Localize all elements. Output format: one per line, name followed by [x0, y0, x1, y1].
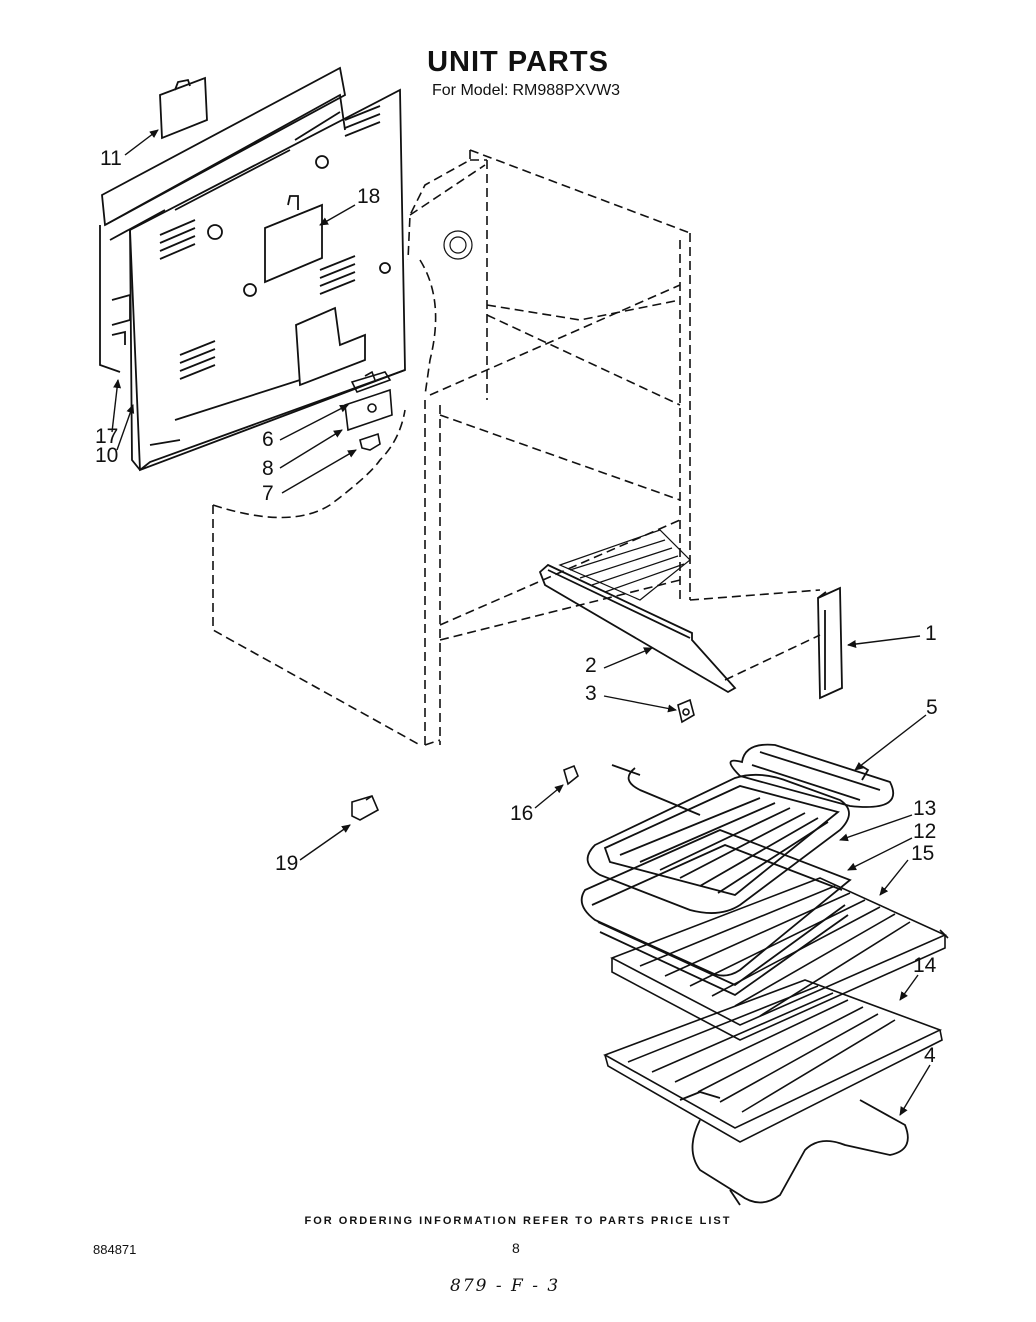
broil-element	[611, 743, 895, 816]
bake-element	[679, 1091, 909, 1206]
callout-13: 13	[913, 797, 936, 820]
ordering-note: FOR ORDERING INFORMATION REFER TO PARTS …	[304, 1215, 732, 1227]
handwritten-code: 879 - F - 3	[450, 1276, 561, 1296]
model-subtitle: For Model:RM988PXVW3	[428, 82, 620, 100]
page-number: 8	[512, 1240, 520, 1256]
oven-rack-upper	[610, 877, 949, 1041]
callout-7: 7	[262, 482, 274, 505]
part-1-trim	[817, 586, 843, 700]
callout-4: 4	[924, 1044, 936, 1067]
oven-rack-lower	[603, 979, 943, 1143]
callout-18: 18	[357, 185, 380, 208]
broiler-pan	[580, 773, 852, 997]
callout-14: 14	[913, 954, 937, 977]
callout-leaders	[111, 129, 931, 1116]
callout-15: 15	[911, 842, 934, 865]
callout-1: 1	[925, 622, 937, 645]
cabinet-outline	[212, 149, 821, 746]
callout-10: 10	[95, 444, 118, 467]
part-19-block	[351, 795, 380, 821]
model-label: For Model:	[432, 82, 509, 99]
callout-12: 12	[913, 820, 936, 843]
callout-16: 16	[510, 802, 533, 825]
callout-2: 2	[585, 654, 597, 677]
terminal-blocks	[344, 370, 393, 451]
cabinet-floor-detail	[443, 230, 691, 601]
callout-17: 17	[95, 425, 118, 448]
callout-8: 8	[262, 457, 274, 480]
callout-11: 11	[100, 147, 122, 170]
callout-6: 6	[262, 428, 274, 451]
document-number: 884871	[93, 1242, 137, 1257]
callout-19: 19	[275, 852, 298, 875]
callout-labels: 11 18 17 10 6 8 7 1 2 3 5 16 13 12 15 14…	[95, 147, 938, 1067]
callout-3: 3	[585, 682, 597, 705]
back-panel-assembly	[99, 66, 406, 472]
model-number: RM988PXVW3	[512, 82, 621, 99]
page-title: UNIT PARTS	[427, 46, 609, 78]
part-16-clip	[563, 764, 579, 786]
part-3-clip	[677, 698, 695, 724]
callout-5: 5	[926, 696, 938, 719]
part-2-rail	[538, 563, 737, 694]
